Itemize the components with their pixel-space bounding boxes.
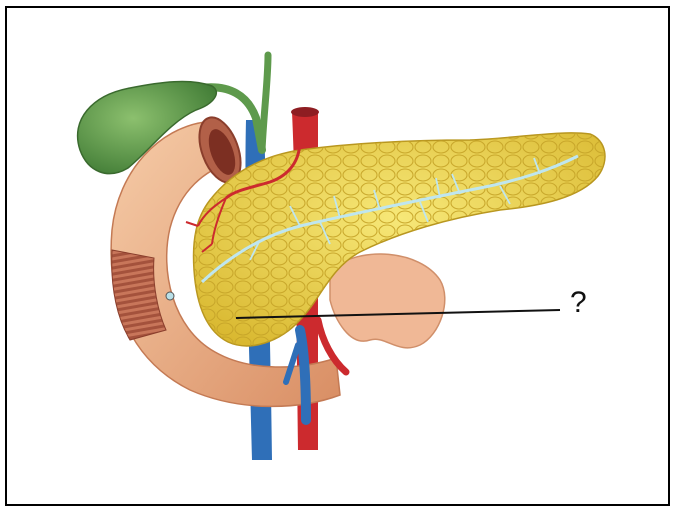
gallbladder-shape [76, 80, 217, 175]
duodenum-wall-cutaway [111, 249, 167, 341]
leader-line [235, 309, 561, 319]
pancreatic-duct-shape [200, 154, 579, 284]
duodenum-shape [110, 121, 341, 408]
unknown-label: ? [570, 286, 587, 319]
mesenteric-tissue [329, 253, 446, 349]
